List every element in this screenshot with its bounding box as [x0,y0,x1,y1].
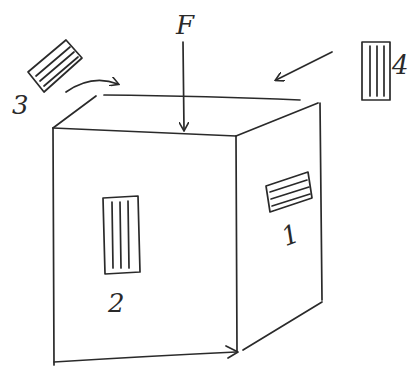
right-face-edge [320,103,322,300]
strain-gauge [28,40,82,92]
right-face-edge [236,103,318,136]
top-face-edge [104,95,300,100]
callout-number: 3 [12,92,29,118]
gauge-hatch [370,46,384,96]
leader-arrow [66,80,118,92]
callout-number: 1 [278,220,302,250]
force-label: F [176,12,194,38]
front-face-edge [54,352,236,362]
strain-gauge [266,172,312,212]
front-face-edge [236,136,237,352]
front-face-edge [53,128,54,365]
callout-number: 2 [108,290,125,316]
top-face-edge [53,96,96,128]
gauge-hatch [36,47,78,86]
force-arrow [183,42,184,130]
strain-gauge [103,196,140,274]
front-face-edge [226,346,238,358]
gauge-hatch [270,180,310,206]
strain-gauge [362,42,390,100]
front-face-edge [53,128,236,136]
leader-arrow [276,52,332,80]
right-face-edge [243,302,322,350]
callout-number: 4 [392,52,409,78]
gauge-hatch [112,201,129,268]
